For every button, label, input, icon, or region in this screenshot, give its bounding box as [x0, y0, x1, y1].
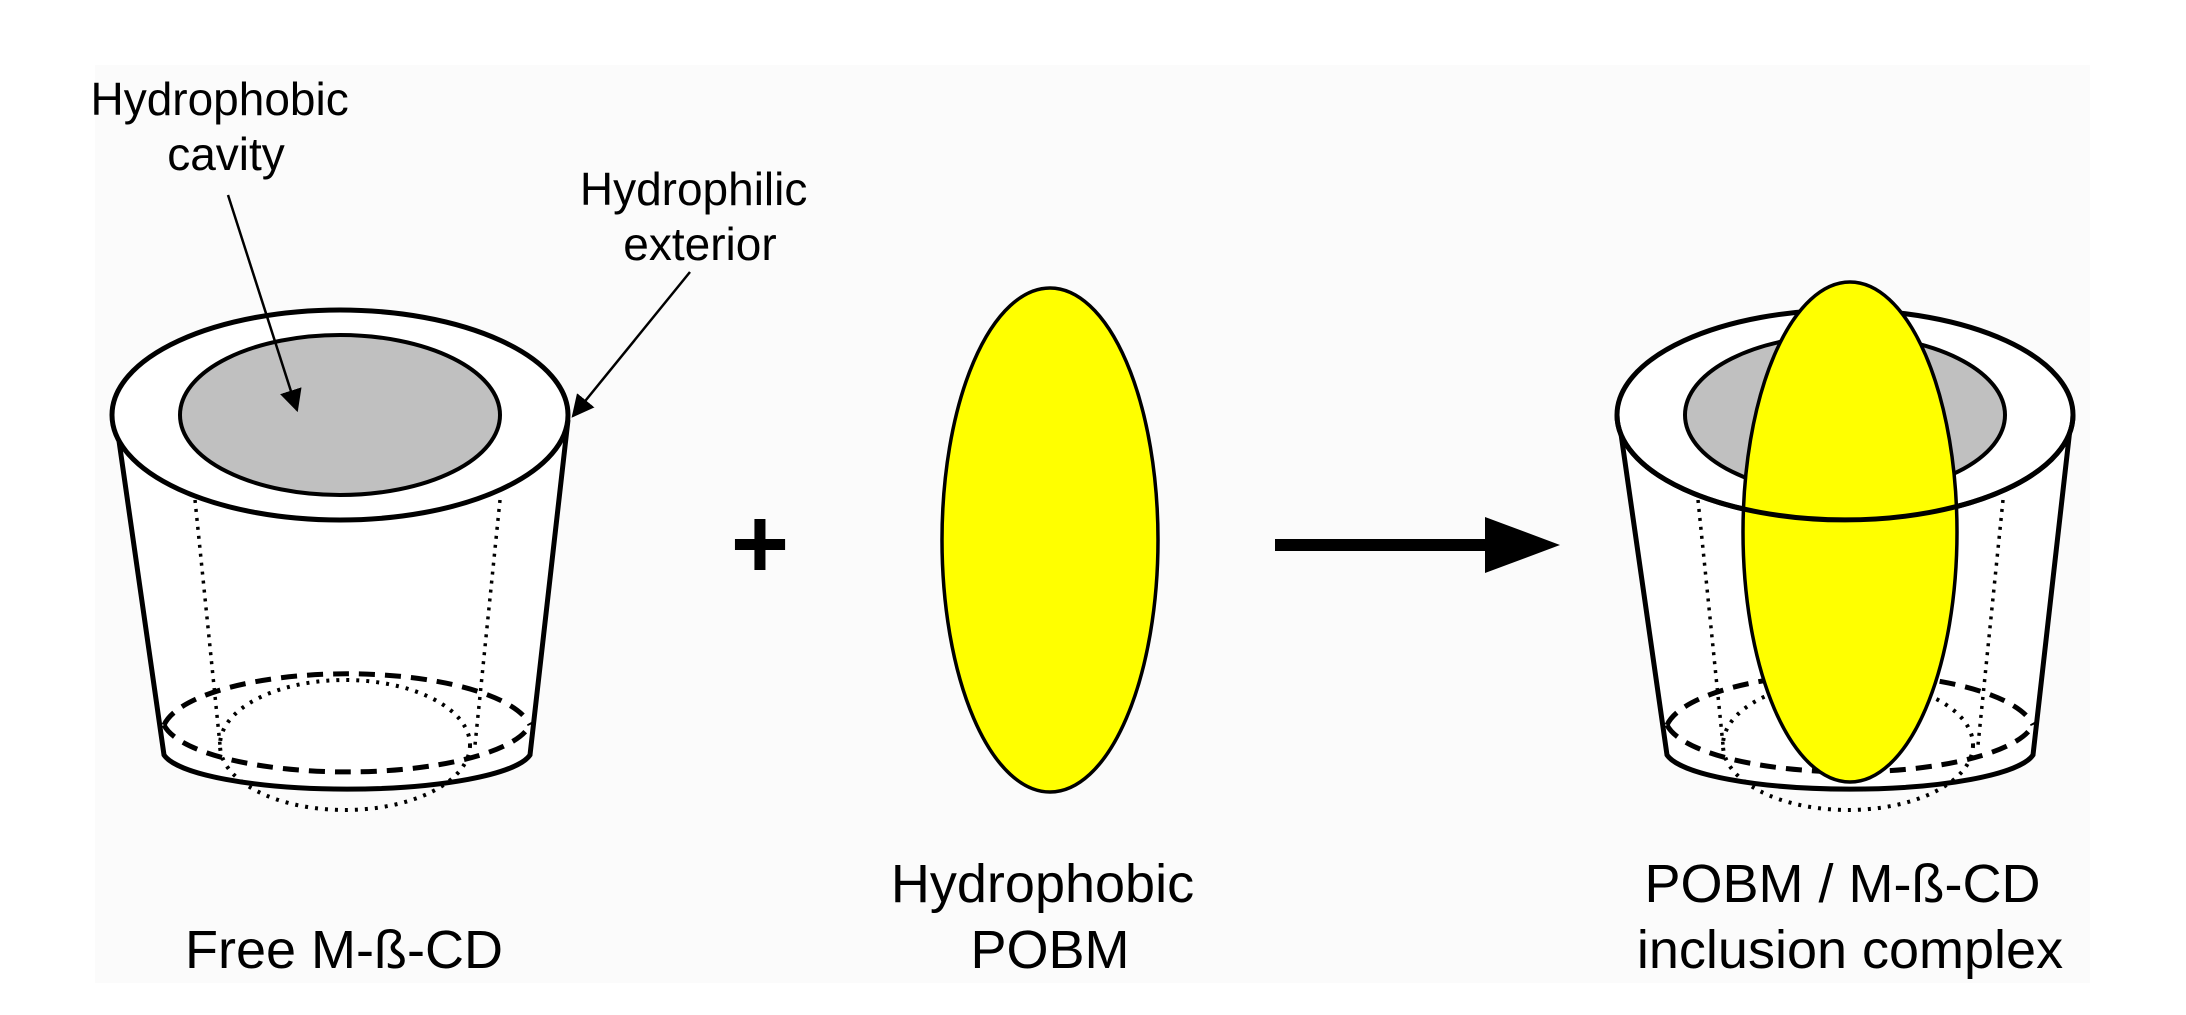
- exterior-label-line2: exterior: [623, 218, 776, 270]
- right-arrow-icon: [1275, 517, 1560, 573]
- pobm-caption-line1: Hydrophobic: [891, 854, 1194, 914]
- hydrophobic-cavity-label: Hydrophobic cavity: [90, 73, 361, 180]
- cavity-pointer-arrow: [226, 194, 302, 413]
- free-cyclodextrin-cup: [109, 307, 571, 812]
- complex-front-rim-edge: [1614, 414, 2076, 523]
- exterior-pointer-arrow: [571, 271, 691, 418]
- hydrophobic-cavity: [178, 333, 502, 497]
- free-cd-caption: Free M-ß-CD: [185, 920, 503, 980]
- complex-caption-line1: POBM / M-ß-CD: [1645, 854, 2041, 914]
- inner-cavity-bottom: [218, 678, 472, 812]
- hydrophilic-exterior-label: Hydrophilic exterior: [580, 163, 820, 270]
- cup-bottom-rim-front: [161, 723, 533, 775]
- complex-caption: POBM / M-ß-CD inclusion complex: [1637, 854, 2063, 980]
- cup-outer-wall: [113, 419, 571, 792]
- pobm-molecule: [940, 286, 1160, 794]
- complex-inner-cavity-bottom: [1721, 678, 1975, 812]
- cavity-label-line1: Hydrophobic: [90, 73, 348, 125]
- cup-bottom-rim-back: [161, 671, 533, 727]
- plus-sign: +: [731, 488, 789, 600]
- complex-caption-line2: inclusion complex: [1637, 920, 2063, 980]
- exterior-label-line1: Hydrophilic: [580, 163, 808, 215]
- cavity-label-line2: cavity: [167, 128, 285, 180]
- pobm-caption: Hydrophobic POBM: [891, 854, 1209, 980]
- pobm-caption-line2: POBM: [970, 920, 1129, 980]
- complex-pobm-molecule: [1741, 280, 1959, 784]
